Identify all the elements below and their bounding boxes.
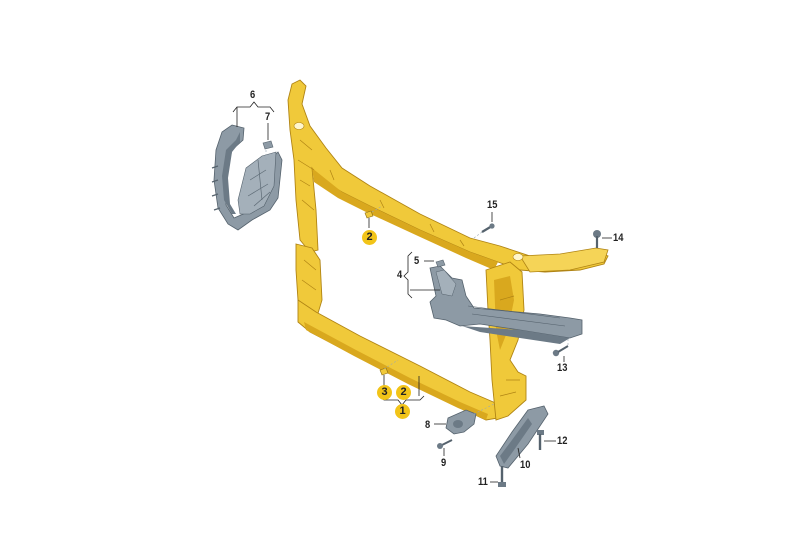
bolt-12 (537, 430, 556, 450)
callout-15: 15 (487, 199, 498, 211)
callout-12: 12 (557, 435, 568, 447)
screw-15 (473, 212, 495, 239)
screw-9 (437, 439, 453, 456)
clip-7-shape (262, 140, 274, 150)
callout-7: 7 (265, 111, 271, 123)
callout-11: 11 (478, 476, 488, 488)
callout-3: 3 (377, 385, 392, 400)
clip-5-shape (435, 259, 446, 268)
center-bracket-4 (429, 265, 583, 344)
callout-6-bracket-lines (232, 101, 275, 140)
callout-9: 9 (441, 457, 447, 469)
left-air-guide-bracket (211, 124, 283, 231)
callout-4: 4 (397, 269, 403, 281)
callout-8: 8 (425, 419, 431, 431)
callout-6: 6 (250, 89, 256, 101)
bolt-14 (593, 230, 612, 248)
callout-2-lower: 2 (396, 385, 411, 400)
callout-1: 1 (395, 404, 410, 419)
sensor-bracket-8 (434, 403, 495, 435)
callout-14: 14 (613, 232, 624, 244)
callout-2-upper: 2 (362, 230, 377, 245)
callout-10: 10 (520, 459, 531, 471)
clip-2-upper-shape (364, 210, 374, 219)
lower-guide-10 (495, 405, 549, 469)
bolt-11 (490, 466, 506, 487)
callout-13: 13 (557, 362, 568, 374)
callout-5: 5 (414, 255, 420, 267)
callout-4-brace (403, 251, 440, 299)
screw-13 (552, 338, 569, 362)
